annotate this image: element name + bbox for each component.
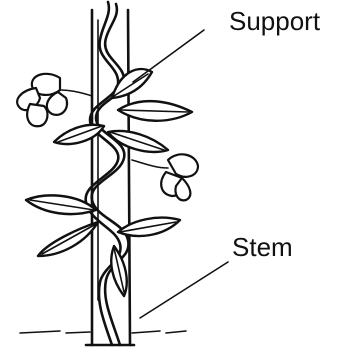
stem-label: Stem (232, 234, 293, 260)
ground-line (20, 331, 186, 345)
lower-leaf-cluster (26, 195, 180, 296)
support-label: Support (229, 8, 320, 34)
support-leader-line (133, 30, 204, 82)
right-flower (132, 154, 198, 200)
upper-leaf-cluster (54, 69, 192, 152)
left-flower (17, 74, 92, 126)
stem-leader-line (140, 262, 228, 318)
